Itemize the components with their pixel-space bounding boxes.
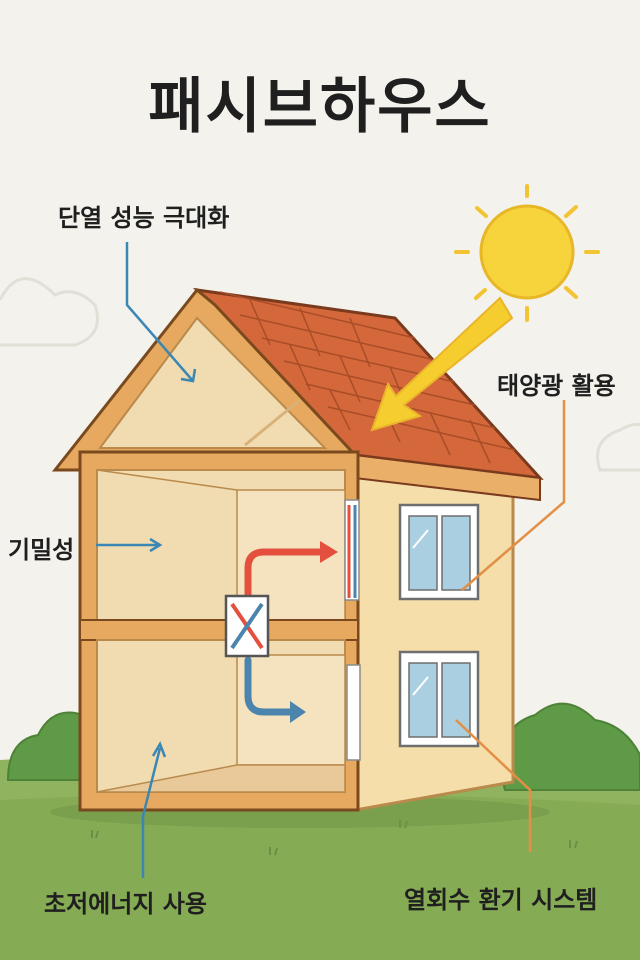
pointer-airtightness: [96, 537, 163, 553]
cool-air-arrow: [244, 656, 296, 716]
warm-air-arrowhead: [320, 541, 338, 563]
grass-tufts: [91, 820, 578, 856]
label-heat-recovery: 열회수 환기 시스템: [404, 886, 598, 914]
sunlight-arrow: [370, 296, 514, 432]
label-insulation: 단열 성능 극대화: [58, 204, 230, 232]
heat-exchanger-icon: [224, 594, 270, 658]
page-title: 패시브하우스: [148, 72, 492, 142]
label-airtightness: 기밀성: [8, 536, 75, 564]
lower-floor: [96, 764, 346, 793]
window-icon: [398, 503, 480, 601]
bush-right: [498, 702, 640, 791]
sun-icon: [454, 184, 600, 322]
pointer-heat-recovery: [455, 719, 532, 852]
cool-air-arrowhead: [290, 701, 306, 723]
background-clouds: [0, 277, 640, 472]
floor-slab: [79, 619, 359, 641]
pointer-low-energy: [141, 741, 167, 878]
window-lower: [398, 650, 480, 748]
pointer-insulation: [125, 242, 197, 383]
pointer-solar: [461, 400, 566, 591]
upper-ceiling-line: [96, 469, 238, 491]
grass-shade: [0, 793, 640, 960]
label-low-energy: 초저에너지 사용: [44, 890, 207, 918]
label-solar: 태양광 활용: [497, 372, 616, 400]
attic-interior: [98, 316, 328, 449]
attic-beam: [244, 398, 301, 447]
warm-air-arrow: [244, 548, 326, 604]
airtight-membrane-lower: [346, 664, 361, 761]
airtight-membrane-upper: [344, 499, 360, 601]
